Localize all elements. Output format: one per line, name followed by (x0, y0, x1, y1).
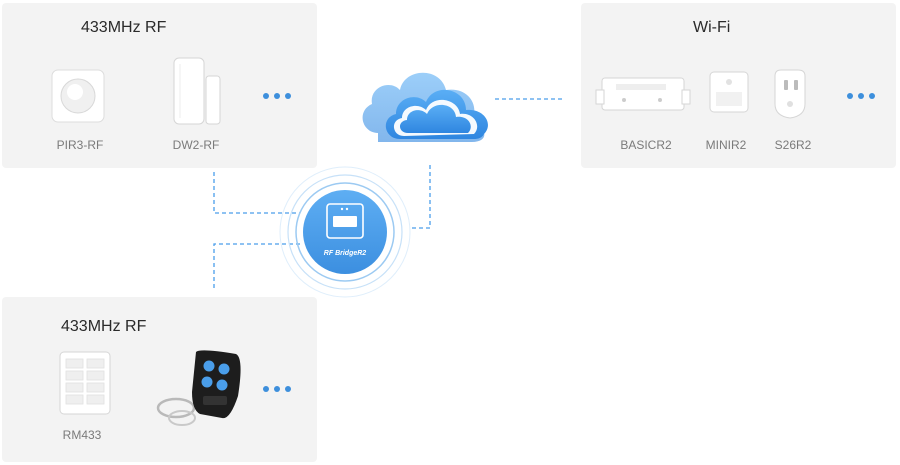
mini-switch-icon (709, 71, 749, 113)
connector-rf-top (213, 172, 300, 214)
bridge-device-glyph (326, 203, 364, 239)
wifi-title: Wi-Fi (693, 19, 731, 36)
device-label-s26r2: S26R2 (774, 138, 812, 152)
connector-rf-bottom (213, 243, 300, 288)
connector-lines (213, 98, 562, 288)
basic-switch-icon (595, 77, 691, 111)
door-window-sensor-icon (173, 57, 221, 125)
device-label-minir2: MINIR2 (705, 138, 747, 152)
device-label-basicr2: BASICR2 (620, 138, 672, 152)
device-label-dw2-rf: DW2-RF (172, 138, 220, 152)
key-fob-remote-icon (156, 350, 241, 426)
more-dots-icon (847, 93, 875, 99)
rf-bridge-icon (303, 190, 387, 274)
hub-rings (279, 166, 411, 298)
rf-bottom-title: 433MHz RF (61, 318, 147, 335)
more-dots-icon (263, 93, 291, 99)
hub-label: RF BridgeR2 (323, 250, 367, 257)
connector-cloud-hub (410, 165, 431, 229)
more-dots-icon (263, 386, 291, 392)
cloud-icon (362, 72, 488, 142)
device-label-pir3-rf: PIR3-RF (56, 138, 104, 152)
wall-remote-icon (59, 351, 111, 415)
smart-plug-icon (774, 69, 806, 119)
rf-bottom-panel (2, 297, 317, 462)
device-label-rm433: RM433 (62, 428, 102, 442)
motion-sensor-icon (51, 69, 105, 123)
rf-top-title: 433MHz RF (81, 19, 167, 36)
